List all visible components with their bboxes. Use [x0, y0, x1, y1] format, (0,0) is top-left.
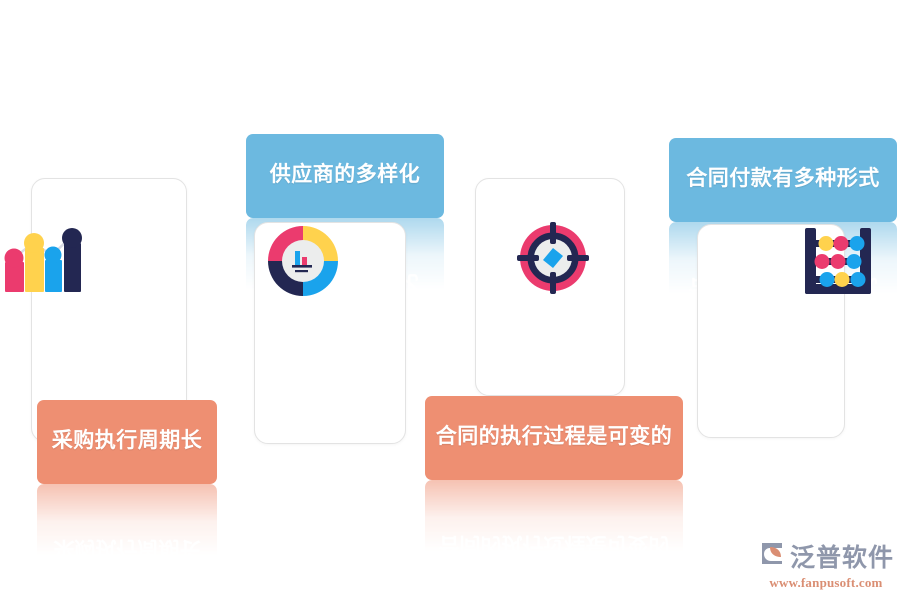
abacus-icon [797, 222, 879, 305]
label-reflection-purchase-cycle: 采购执行周期长 [37, 484, 217, 568]
fanpu-logo-icon [758, 540, 786, 571]
label-purchase-cycle[interactable]: 采购执行周期长 [37, 400, 217, 484]
label-supplier-diversity[interactable]: 供应商的多样化 [246, 134, 444, 218]
label-reflection-contract-execution: 合同的执行过程是可变的 [425, 480, 683, 564]
donut-chart-icon [262, 222, 344, 305]
watermark: 泛普软件 www.fanpusoft.com [756, 538, 896, 590]
watermark-brand-name: 泛普软件 [789, 542, 894, 572]
label-contract-execution[interactable]: 合同的执行过程是可变的 [425, 396, 683, 480]
bar-chart-icon [0, 218, 84, 299]
watermark-brand-row: 泛普软件 [758, 538, 894, 574]
label-contract-payment[interactable]: 合同付款有多种形式 [669, 138, 897, 222]
target-icon [513, 218, 593, 303]
card-purchase-cycle[interactable] [31, 178, 187, 442]
watermark-url: www.fanpusoft.com [769, 574, 883, 590]
